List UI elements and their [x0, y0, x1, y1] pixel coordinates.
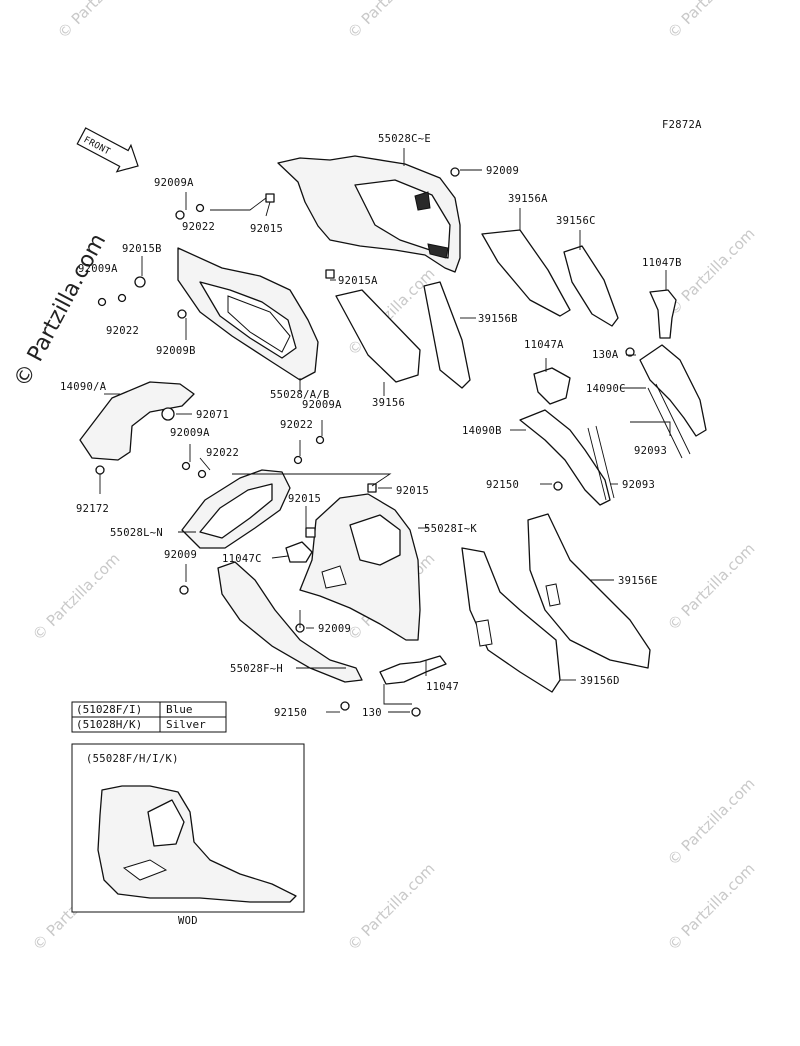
watermark: © Partzilla.com [664, 774, 759, 869]
callout-label: 92093 [622, 479, 655, 491]
front-arrow: FRONT [76, 127, 139, 173]
callout-label: 55028C~E [378, 133, 431, 145]
callout-label: 92022 [106, 325, 139, 337]
callout-label: 39156A [508, 193, 548, 205]
inset-cowl-vent [147, 799, 185, 847]
callout-label: 92009A [78, 263, 118, 275]
callout-label: 92015B [122, 243, 162, 255]
callout-label: 92009A [302, 399, 342, 411]
callout-label: 92015A [338, 275, 378, 287]
callout-label: 92022 [182, 221, 215, 233]
callout-label: 92009 [318, 623, 351, 635]
watermark: © Partzilla.com [344, 859, 439, 954]
watermark: © Partzilla.com [664, 224, 759, 319]
callout-label: 92009A [154, 177, 194, 189]
panel-39156b [423, 281, 471, 389]
lower-cowl-55028f-h [217, 561, 363, 683]
callout-label: 55028/A/B [270, 389, 330, 401]
callout-label: 92015 [288, 493, 321, 505]
panel-39156 [335, 289, 421, 383]
callout-label: 39156C [556, 215, 596, 227]
callout-label: 14090C [586, 383, 626, 395]
color-table-color: Blue [166, 703, 193, 716]
watermark: © Partzilla.com [54, 0, 149, 42]
strip-92093-b [587, 425, 615, 501]
watermark: © Partzilla.com [344, 0, 439, 42]
bracket-11047b [649, 289, 677, 339]
callout-label: 130 [362, 707, 382, 719]
figure-code: F2872A [662, 119, 702, 131]
bracket-11047a [533, 367, 571, 405]
bracket-14090b [519, 409, 611, 506]
bracket-14090c [639, 344, 707, 437]
bracket-11047c [285, 541, 313, 563]
color-table-part: (51028H/K) [76, 718, 142, 731]
panel-39156c [563, 245, 619, 327]
inner-cowl-55028l-n [181, 469, 291, 549]
panel-39156e [527, 513, 651, 669]
panel-39156e-slot [545, 583, 561, 607]
callout-labels: 55028C~E 92009 39156A 39156C 11047B 9200… [60, 133, 682, 719]
callout-label: 11047 [426, 681, 459, 693]
callout-label: 92071 [196, 409, 229, 421]
watermark: © Partzilla.com [29, 549, 124, 644]
upper-cowl-55028c-e [277, 155, 461, 273]
callout-label: 92015 [396, 485, 429, 497]
callout-label: 39156D [580, 675, 620, 687]
callout-label: 92009B [156, 345, 196, 357]
callout-label: 92022 [206, 447, 239, 459]
watermark: © Partzilla.com [664, 539, 759, 634]
callout-label: 92015 [250, 223, 283, 235]
inset-title: (55028F/H/I/K) [86, 753, 179, 765]
callout-label: 92150 [274, 707, 307, 719]
callout-label: 39156 [372, 397, 405, 409]
callout-label: 14090B [462, 425, 502, 437]
callout-label: 55028I~K [424, 523, 477, 535]
callout-label: 92022 [280, 419, 313, 431]
callout-label: 130A [592, 349, 619, 361]
callout-label: 92172 [76, 503, 109, 515]
callout-label: 55028F~H [230, 663, 283, 675]
leader-lines [99, 148, 671, 713]
fasteners [95, 167, 635, 717]
inset-caption: WOD [178, 915, 198, 927]
callout-label: 39156B [478, 313, 518, 325]
callout-label: 39156E [618, 575, 658, 587]
panel-39156a [481, 229, 571, 317]
color-table: (51028F/I) Blue (51028H/K) Silver [71, 701, 227, 733]
watermark: © Partzilla.com [664, 0, 759, 42]
strip-92093-a [647, 383, 691, 459]
inset-cowl-slot [122, 859, 168, 881]
bracket-11047 [379, 655, 447, 685]
callout-label: 92009 [164, 549, 197, 561]
callout-label: 92093 [634, 445, 667, 457]
callout-label: 11047C [222, 553, 262, 565]
callout-label: 55028L~N [110, 527, 163, 539]
color-table-color: Silver [166, 718, 206, 731]
callout-label: 92150 [486, 479, 519, 491]
lower-cowl-55028i-k [299, 493, 421, 641]
side-watermark: © Partzilla.com [9, 230, 111, 392]
callout-label: 11047A [524, 339, 564, 351]
callout-label: 14090/A [60, 381, 107, 393]
cover-14090-a [79, 381, 195, 461]
side-cowl-55028-a-b [177, 247, 319, 381]
panel-39156d-slot [475, 619, 493, 647]
callout-label: 92009 [486, 165, 519, 177]
watermark: © Partzilla.com [664, 859, 759, 954]
callout-label: 11047B [642, 257, 682, 269]
color-table-part: (51028F/I) [76, 703, 142, 716]
inset-box: (55028F/H/I/K) WOD [71, 743, 305, 927]
callout-label: 92009A [170, 427, 210, 439]
